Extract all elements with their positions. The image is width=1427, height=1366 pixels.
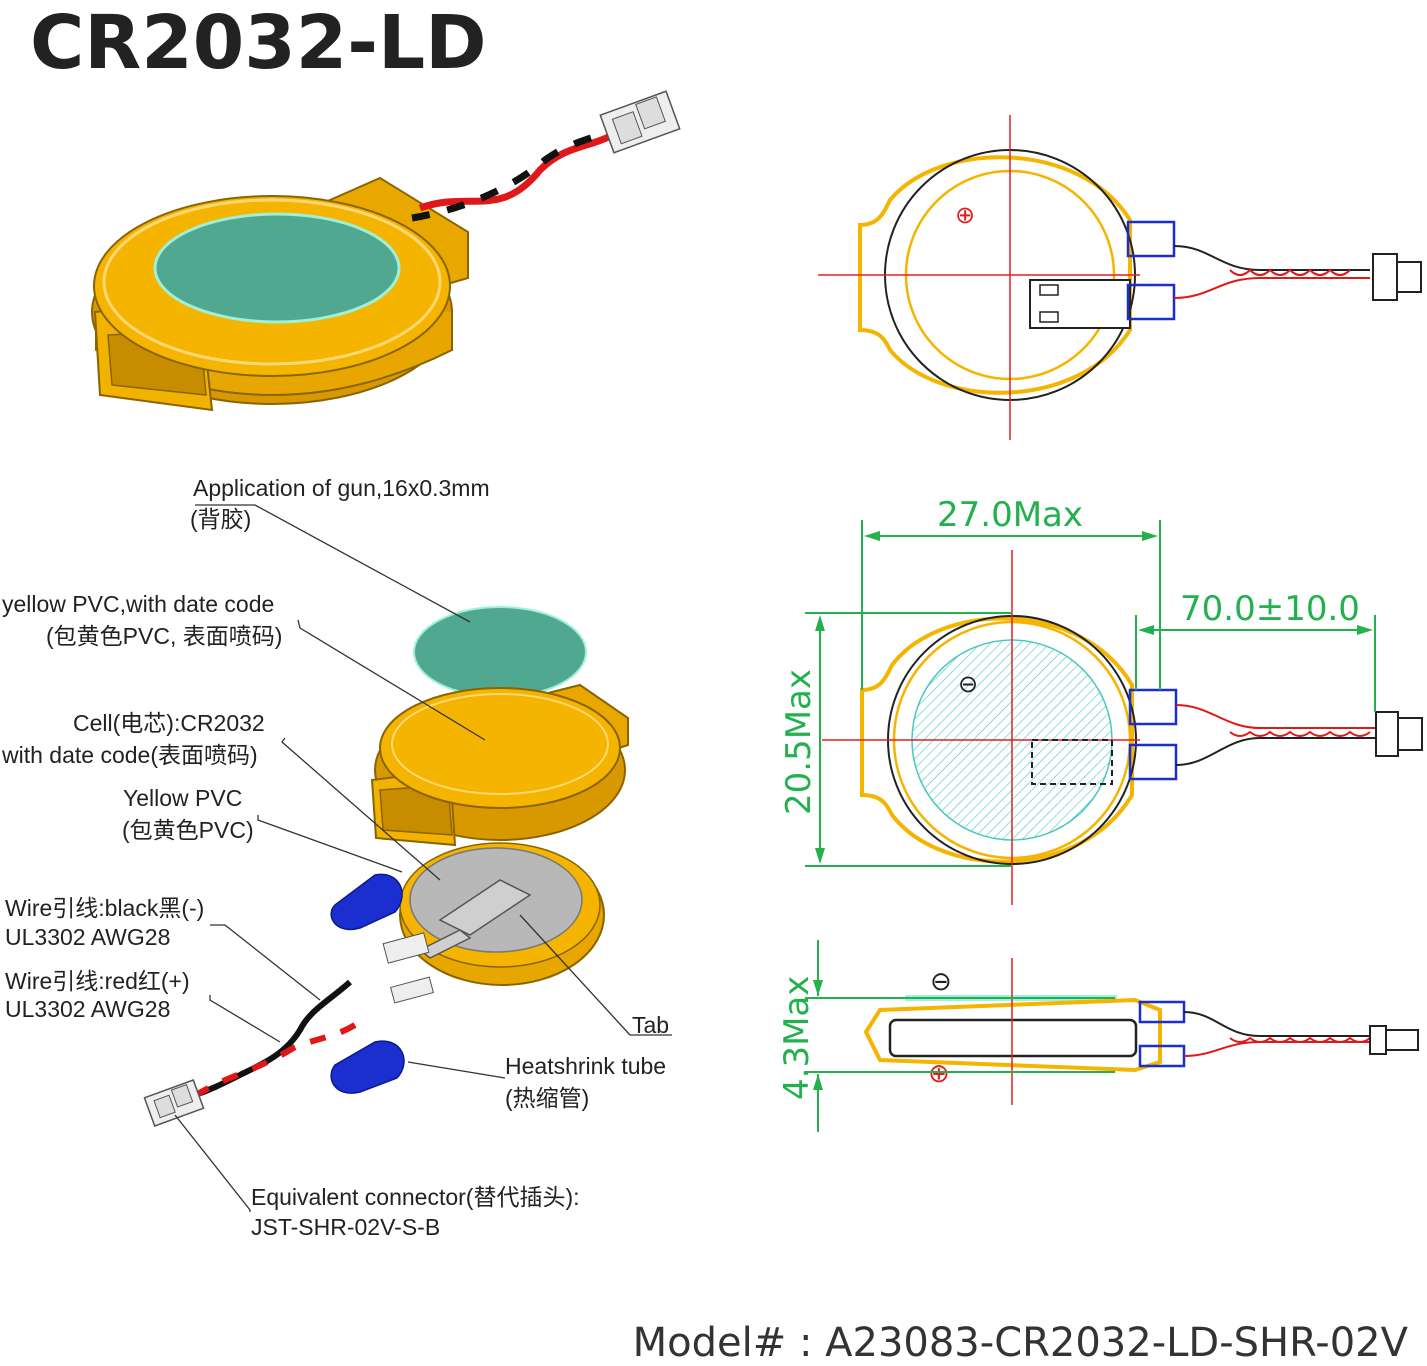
model-number: Model# : A23083-CR2032-LD-SHR-02V bbox=[633, 1320, 1409, 1361]
label-wire-red-line2: UL3302 AWG28 bbox=[5, 996, 170, 1022]
callout-labels: Application of gun,16x0.3mm (背胶) yellow … bbox=[1, 475, 669, 1240]
assembled-3d-view bbox=[91, 90, 681, 412]
label-cell-line2: with date code(表面喷码) bbox=[1, 742, 258, 768]
label-cell-line1: Cell(电芯):CR2032 bbox=[73, 710, 265, 736]
label-wire-black-line1: Wire引线:black黑(-) bbox=[5, 895, 204, 921]
cell-cr2032 bbox=[382, 842, 605, 986]
mid-view-minus-symbol: ⊖ bbox=[958, 671, 978, 698]
label-tab: Tab bbox=[632, 1012, 669, 1038]
label-pvc-bottom-line2: (包黄色PVC) bbox=[122, 817, 254, 843]
page-title: CR2032-LD bbox=[30, 0, 487, 86]
label-gum-line1: Application of gun,16x0.3mm bbox=[193, 475, 490, 501]
heatshrink-tube-top bbox=[330, 873, 403, 931]
label-connector-line2: JST-SHR-02V-S-B bbox=[251, 1214, 440, 1240]
dimension-thickness-label: 4.3Max bbox=[777, 976, 817, 1100]
top-pvc-wrap bbox=[370, 683, 629, 847]
top-view-drawing: ⊕ bbox=[818, 115, 1422, 440]
side-view-drawing: ⊖ ⊕ 4.3Max bbox=[777, 940, 1419, 1132]
label-heatshrink-line2: (热缩管) bbox=[505, 1085, 589, 1111]
dimension-height-label: 20.5Max bbox=[779, 669, 819, 815]
exploded-view bbox=[143, 606, 629, 1127]
label-pvc-bottom-line1: Yellow PVC bbox=[123, 785, 242, 811]
connector-3d-bottom bbox=[143, 1079, 205, 1127]
label-heatshrink-line1: Heatshrink tube bbox=[505, 1053, 666, 1079]
dimension-width-label: 27.0Max bbox=[937, 495, 1083, 535]
label-pvc-top-line2: (包黄色PVC, 表面喷码) bbox=[46, 623, 282, 649]
top-view-plus-symbol: ⊕ bbox=[955, 202, 975, 229]
gum-disk bbox=[413, 606, 587, 698]
side-view-minus-symbol: ⊖ bbox=[930, 966, 952, 996]
label-wire-black-line2: UL3302 AWG28 bbox=[5, 924, 170, 950]
leader-lines bbox=[174, 504, 672, 1212]
label-connector-line1: Equivalent connector(替代插头): bbox=[251, 1184, 580, 1210]
label-wire-red-line1: Wire引线:red红(+) bbox=[5, 968, 190, 994]
label-gum-line2: (背胶) bbox=[190, 506, 251, 532]
connector-3d-top bbox=[599, 90, 681, 154]
label-pvc-top-line1: yellow PVC,with date code bbox=[2, 591, 274, 617]
heatshrink-tube-bottom bbox=[330, 1040, 405, 1094]
dimensioned-top-view: ⊖ 27.0Max 70.0±10.0 bbox=[779, 495, 1423, 905]
dimension-lead-label: 70.0±10.0 bbox=[1180, 589, 1360, 629]
